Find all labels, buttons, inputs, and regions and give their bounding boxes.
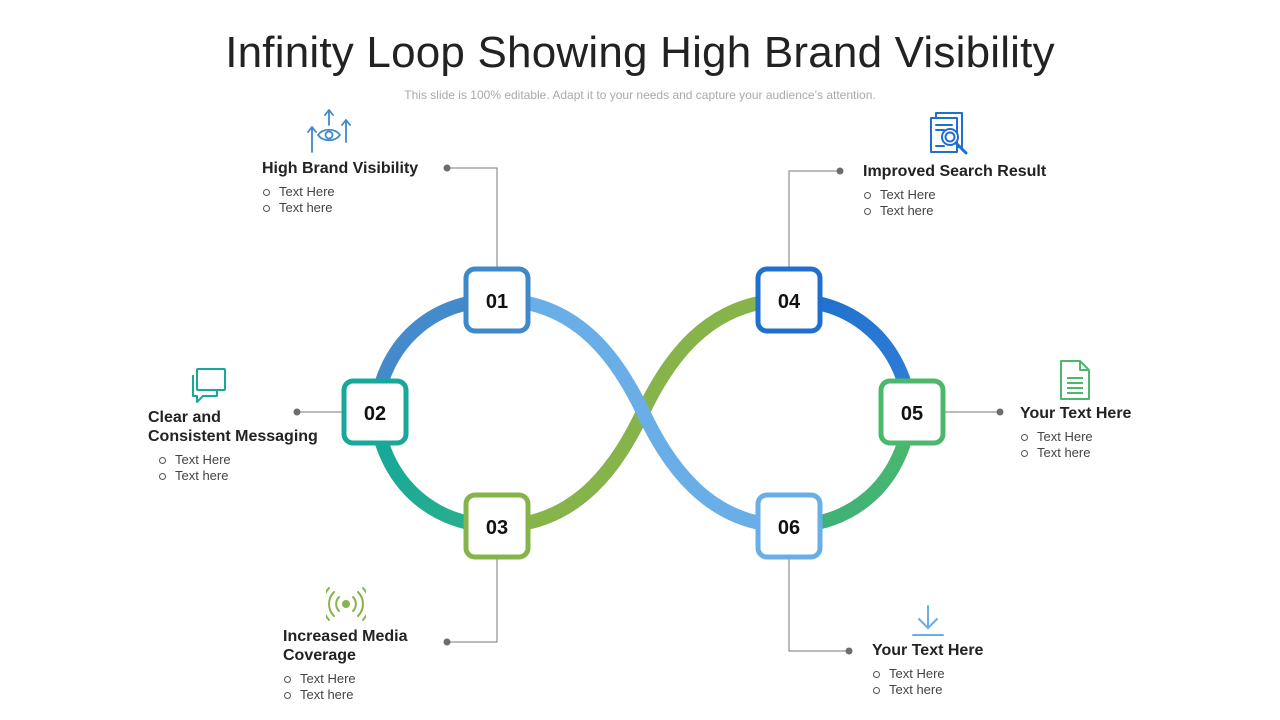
bullet-item: Text Here: [283, 671, 463, 687]
item-high-brand-visibility: High Brand Visibility Text Here Text her…: [262, 159, 462, 216]
bullet-list: Text Here Text here: [872, 666, 1032, 698]
bullet-text: Text here: [279, 200, 333, 215]
download-arrow-icon: [912, 605, 944, 636]
bullet-text: Text here: [300, 687, 354, 702]
bullet-dot-icon: [873, 670, 880, 678]
node-06: 06: [755, 492, 823, 560]
bullet-dot-icon: [284, 691, 291, 699]
node-02-label: 02: [364, 403, 386, 425]
bullet-dot-icon: [263, 204, 270, 212]
node-03-label: 03: [486, 517, 508, 539]
connector-dot-01: [443, 164, 451, 172]
bullet-dot-icon: [263, 188, 270, 196]
bullet-text: Text Here: [889, 666, 945, 681]
bullet-item: Text Here: [262, 184, 462, 200]
broadcast-signal-icon: [326, 587, 366, 621]
bullet-item: Text Here: [1020, 429, 1180, 445]
bullet-text: Text Here: [175, 452, 231, 467]
loop-segment-06-01: [496, 293, 790, 533]
item-title: Increased Media Coverage: [283, 628, 408, 664]
bullet-list: Text Here Text here: [158, 452, 328, 484]
node-04: 04: [755, 266, 823, 334]
bullet-text: Text here: [1037, 445, 1091, 460]
item-title: Clear and Consistent Messaging: [148, 409, 318, 445]
bullet-item: Text here: [158, 468, 328, 484]
bullet-list: Text Here Text here: [283, 671, 463, 703]
bullet-list: Text Here Text here: [262, 184, 462, 216]
item-your-text-here-06: Your Text Here Text Here Text here: [872, 641, 1032, 698]
connector-03: [447, 558, 498, 643]
bullet-item: Text here: [283, 687, 463, 703]
item-increased-media-coverage: Increased Media Coverage Text Here Text …: [283, 627, 463, 703]
bullet-text: Text Here: [279, 184, 335, 199]
bullet-item: Text here: [863, 203, 1073, 219]
bullet-text: Text Here: [300, 671, 356, 686]
connector-04: [788, 170, 840, 268]
bullet-item: Text Here: [158, 452, 328, 468]
bullet-dot-icon: [864, 207, 871, 215]
bullet-item: Text Here: [872, 666, 1032, 682]
item-improved-search-result: Improved Search Result Text Here Text he…: [863, 162, 1073, 219]
item-title: Your Text Here: [1020, 405, 1132, 422]
item-your-text-here-05: Your Text Here Text Here Text here: [1020, 404, 1180, 461]
bullet-text: Text here: [175, 468, 229, 483]
document-search-icon: [930, 112, 968, 155]
bullet-dot-icon: [1021, 449, 1028, 457]
bullet-list: Text Here Text here: [863, 187, 1073, 219]
connector-dot-04: [836, 167, 844, 175]
node-06-label: 06: [778, 517, 800, 539]
eye-arrows-icon: [307, 109, 351, 153]
bullet-item: Text here: [1020, 445, 1180, 461]
bullet-text: Text Here: [1037, 429, 1093, 444]
bullet-dot-icon: [864, 191, 871, 199]
slide-subtitle: This slide is 100% editable. Adapt it to…: [404, 88, 876, 102]
bullet-item: Text here: [262, 200, 462, 216]
chat-bubbles-icon: [192, 368, 226, 403]
bullet-dot-icon: [1021, 433, 1028, 441]
connector-dot-03: [443, 638, 451, 646]
bullet-item: Text here: [872, 682, 1032, 698]
item-title: High Brand Visibility: [262, 160, 419, 177]
item-clear-consistent-messaging: Clear and Consistent Messaging Text Here…: [148, 408, 328, 484]
node-01: 01: [463, 266, 531, 334]
node-03: 03: [463, 492, 531, 560]
node-02: 02: [341, 378, 409, 446]
connector-dot-02: [293, 408, 301, 416]
bullet-list: Text Here Text here: [1020, 429, 1180, 461]
bullet-text: Text here: [889, 682, 943, 697]
item-title: Your Text Here: [872, 642, 984, 659]
bullet-item: Text Here: [863, 187, 1073, 203]
bullet-dot-icon: [873, 686, 880, 694]
document-icon: [1060, 360, 1090, 400]
bullet-dot-icon: [159, 456, 166, 464]
connector-dot-06: [845, 647, 853, 655]
connector-dot-05: [996, 408, 1004, 416]
connector-01: [447, 167, 498, 268]
node-01-label: 01: [486, 291, 508, 313]
slide-title: Infinity Loop Showing High Brand Visibil…: [225, 28, 1055, 77]
node-05-label: 05: [901, 403, 923, 425]
node-05: 05: [878, 378, 946, 446]
bullet-text: Text Here: [880, 187, 936, 202]
item-title: Improved Search Result: [863, 163, 1047, 180]
bullet-dot-icon: [159, 472, 166, 480]
node-04-label: 04: [778, 291, 801, 313]
connector-06: [788, 558, 849, 652]
bullet-text: Text here: [880, 203, 934, 218]
bullet-dot-icon: [284, 675, 291, 683]
